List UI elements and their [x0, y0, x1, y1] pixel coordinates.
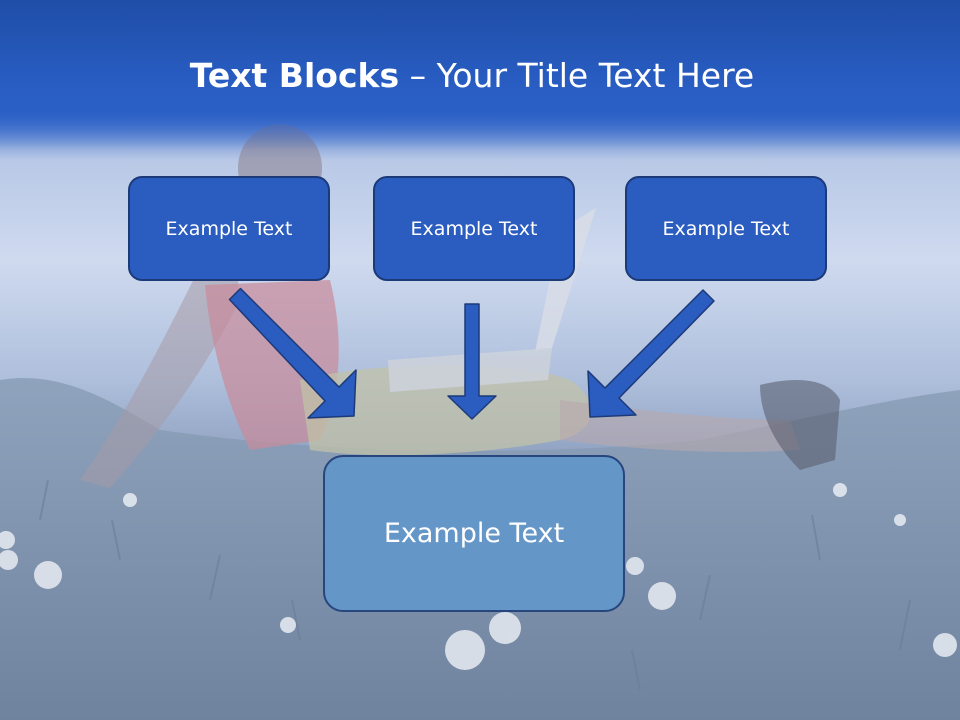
text-block-right[interactable]: Example Text [625, 176, 827, 281]
title-normal: Your Title Text Here [436, 56, 755, 95]
text-block-left-label: Example Text [165, 217, 293, 240]
header-band [0, 0, 960, 150]
center-text-block[interactable]: Example Text [323, 455, 625, 612]
arrow-down-icon [447, 303, 497, 420]
arrow-right-icon [587, 289, 715, 418]
center-text-block-label: Example Text [383, 518, 565, 549]
slide-title: Text Blocks – Your Title Text Here [0, 52, 944, 100]
text-block-left[interactable]: Example Text [128, 176, 330, 281]
arrow-left-icon [228, 287, 357, 419]
text-block-middle[interactable]: Example Text [373, 176, 575, 281]
text-block-right-label: Example Text [662, 217, 790, 240]
text-block-middle-label: Example Text [410, 217, 538, 240]
title-bold: Text Blocks [189, 56, 400, 95]
title-separator: – [399, 56, 437, 95]
